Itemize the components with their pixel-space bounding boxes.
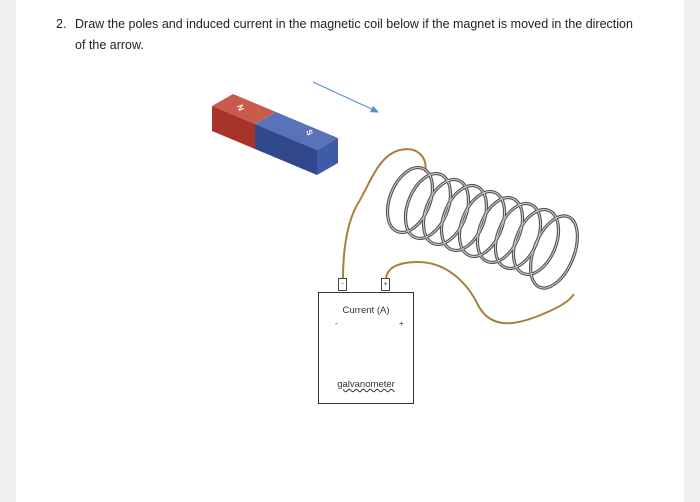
coil-loop-highlight [477, 197, 523, 263]
bar-magnet: N S [212, 94, 338, 175]
coil-loop-highlight [441, 185, 487, 251]
wire-positive [385, 260, 575, 325]
galvanometer-minus-sign: - [335, 319, 338, 328]
positive-terminal: + [381, 278, 390, 291]
coil-loop-highlight [495, 203, 541, 269]
magnet-north-front [212, 106, 255, 149]
magnet-south-label: S [304, 128, 315, 137]
galvanometer: Current (A) - + galvanometer [318, 292, 414, 404]
magnet-south-front [255, 124, 317, 175]
coil-highlight [387, 167, 578, 289]
coil-loop-highlight [405, 173, 451, 239]
question-text: Draw the poles and induced current in th… [75, 17, 633, 52]
question-number: 2. [56, 17, 67, 31]
coil-loop-highlight [387, 167, 433, 233]
magnet-south-top [255, 112, 338, 150]
wire-negative [342, 148, 427, 281]
coil-loop-highlight [423, 179, 469, 245]
magnetic-coil [385, 165, 579, 290]
negative-terminal: - [338, 278, 347, 291]
magnet-north-top [212, 94, 276, 124]
galvanometer-plus-sign: + [399, 319, 404, 328]
magnet-north-label: N [235, 103, 246, 112]
coil-loop-highlight [530, 215, 578, 289]
magnet-south-end [317, 138, 338, 175]
coil-loop-highlight [459, 191, 505, 257]
page-margin-right [684, 0, 700, 502]
page-margin-left [0, 0, 16, 502]
coil-loop-highlight [513, 209, 559, 275]
galvanometer-title: Current (A) [342, 305, 390, 316]
galvanometer-label: galvanometer [337, 379, 395, 390]
motion-arrow [312, 81, 380, 113]
